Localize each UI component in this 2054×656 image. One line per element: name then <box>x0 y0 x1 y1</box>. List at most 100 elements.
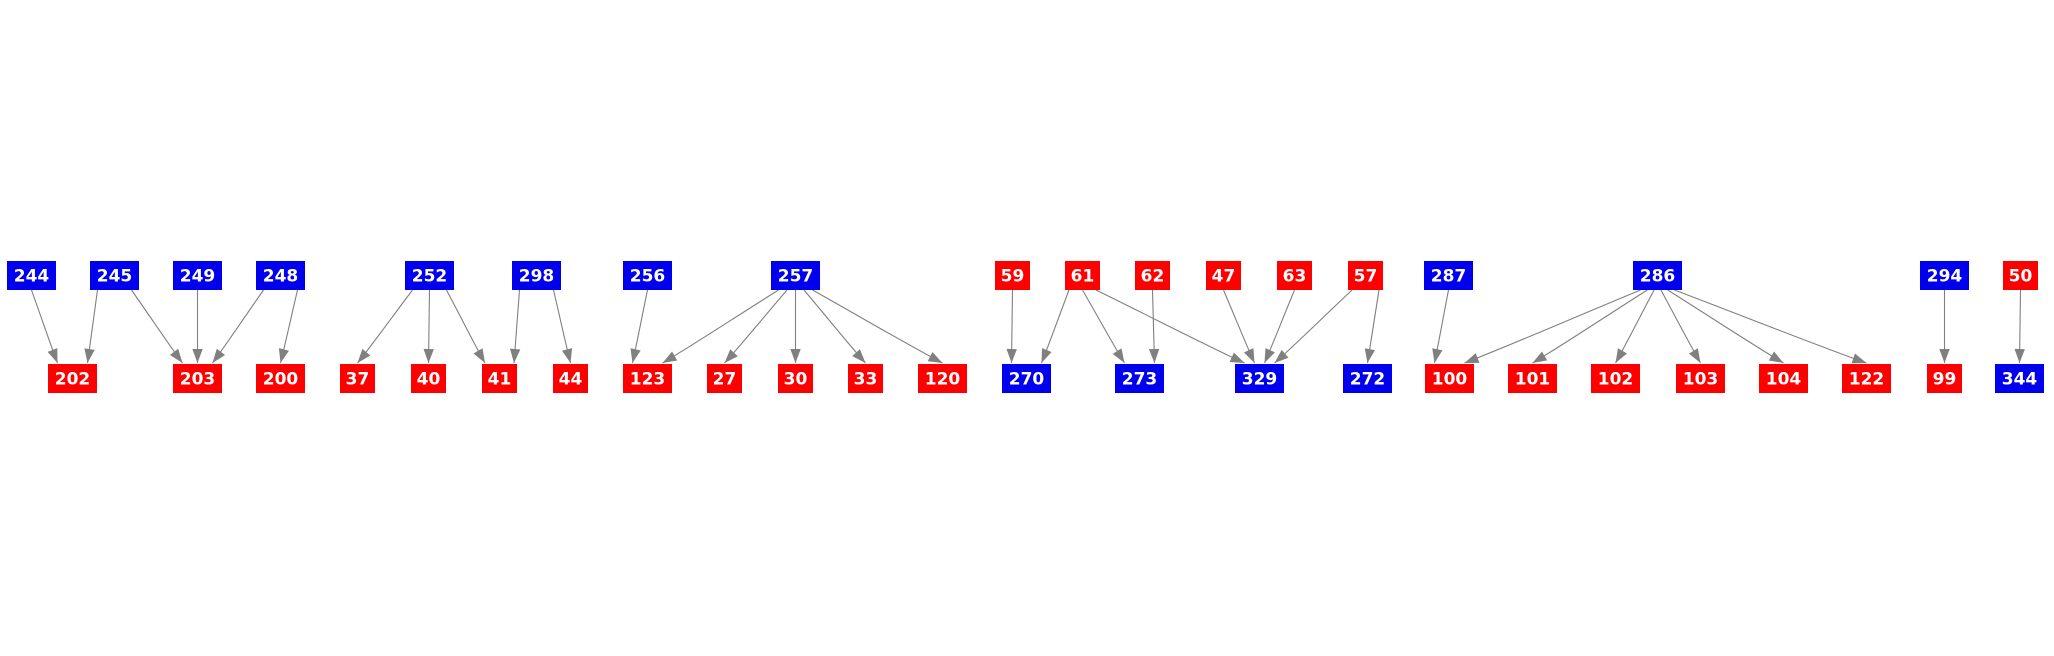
graph-edge <box>724 289 788 364</box>
graph-node[interactable]: 123 <box>623 364 672 393</box>
graph-node[interactable]: 257 <box>771 261 820 290</box>
graph-node[interactable]: 344 <box>1995 364 2044 393</box>
edge-arrowhead <box>1768 351 1784 363</box>
node-box[interactable] <box>778 364 813 393</box>
graph-node[interactable]: 245 <box>90 261 139 290</box>
graph-node[interactable]: 272 <box>1343 364 1392 393</box>
node-box[interactable] <box>405 261 454 290</box>
node-label: 102 <box>1598 370 1634 390</box>
edge-arrowhead <box>212 348 226 363</box>
node-box[interactable] <box>1920 261 1969 290</box>
node-box[interactable] <box>1348 261 1383 290</box>
graph-node[interactable]: 252 <box>405 261 454 290</box>
graph-node[interactable]: 57 <box>1348 261 1383 290</box>
edge-arrowhead <box>1532 351 1548 363</box>
graph-node[interactable]: 63 <box>1277 261 1312 290</box>
graph-node[interactable]: 329 <box>1235 364 1284 393</box>
node-label: 30 <box>784 370 808 390</box>
node-box[interactable] <box>1995 364 2044 393</box>
graph-node[interactable]: 200 <box>256 364 305 393</box>
graph-node[interactable]: 101 <box>1508 364 1557 393</box>
graph-node[interactable]: 99 <box>1927 364 1962 393</box>
node-box[interactable] <box>340 364 375 393</box>
node-box[interactable] <box>771 261 820 290</box>
graph-node[interactable]: 286 <box>1633 261 1682 290</box>
graph-node[interactable]: 256 <box>623 261 672 290</box>
node-label: 37 <box>346 370 370 390</box>
graph-node[interactable]: 273 <box>1115 364 1164 393</box>
graph-node[interactable]: 59 <box>995 261 1030 290</box>
node-box[interactable] <box>553 364 588 393</box>
node-box[interactable] <box>512 261 561 290</box>
node-box[interactable] <box>173 261 222 290</box>
node-box[interactable] <box>482 364 517 393</box>
node-box[interactable] <box>995 261 1030 290</box>
graph-node[interactable]: 37 <box>340 364 375 393</box>
node-label: 104 <box>1766 370 1802 390</box>
graph-node[interactable]: 120 <box>918 364 967 393</box>
edge-arrowhead <box>1264 348 1275 363</box>
graph-node[interactable]: 202 <box>48 364 97 393</box>
graph-node[interactable]: 102 <box>1591 364 1640 393</box>
node-box[interactable] <box>256 261 305 290</box>
node-box[interactable] <box>1425 364 1474 393</box>
edge-arrowhead <box>1939 349 1950 363</box>
graph-node[interactable]: 270 <box>1002 364 1051 393</box>
node-box[interactable] <box>1002 364 1051 393</box>
graph-node[interactable]: 287 <box>1424 261 1473 290</box>
graph-node[interactable]: 122 <box>1842 364 1891 393</box>
node-box[interactable] <box>48 364 97 393</box>
graph-node[interactable]: 244 <box>7 261 56 290</box>
node-box[interactable] <box>1277 261 1312 290</box>
node-box[interactable] <box>1065 261 1100 290</box>
graph-node[interactable]: 41 <box>482 364 517 393</box>
graph-node[interactable]: 249 <box>173 261 222 290</box>
graph-node[interactable]: 103 <box>1676 364 1725 393</box>
node-box[interactable] <box>918 364 967 393</box>
node-box[interactable] <box>623 261 672 290</box>
node-box[interactable] <box>173 364 222 393</box>
graph-node[interactable]: 61 <box>1065 261 1100 290</box>
graph-edge <box>662 289 779 364</box>
node-box[interactable] <box>411 364 446 393</box>
node-box[interactable] <box>848 364 883 393</box>
graph-node[interactable]: 50 <box>2003 261 2038 290</box>
graph-node[interactable]: 27 <box>707 364 742 393</box>
node-box[interactable] <box>1759 364 1808 393</box>
graph-node[interactable]: 30 <box>778 364 813 393</box>
node-box[interactable] <box>1633 261 1682 290</box>
node-box[interactable] <box>7 261 56 290</box>
node-box[interactable] <box>1508 364 1557 393</box>
graph-node[interactable]: 298 <box>512 261 561 290</box>
node-box[interactable] <box>623 364 672 393</box>
node-box[interactable] <box>256 364 305 393</box>
node-box[interactable] <box>1235 364 1284 393</box>
node-box[interactable] <box>2003 261 2038 290</box>
node-label: 44 <box>559 370 583 390</box>
graph-node[interactable]: 40 <box>411 364 446 393</box>
node-box[interactable] <box>1115 364 1164 393</box>
node-box[interactable] <box>1927 364 1962 393</box>
node-box[interactable] <box>1424 261 1473 290</box>
graph-node[interactable]: 33 <box>848 364 883 393</box>
graph-node[interactable]: 62 <box>1135 261 1170 290</box>
graph-node[interactable]: 104 <box>1759 364 1808 393</box>
node-box[interactable] <box>1343 364 1392 393</box>
graph-node[interactable]: 44 <box>553 364 588 393</box>
edge-arrowhead <box>1006 348 1017 363</box>
node-box[interactable] <box>1206 261 1241 290</box>
graph-node[interactable]: 248 <box>256 261 305 290</box>
node-box[interactable] <box>1135 261 1170 290</box>
graph-node[interactable]: 203 <box>173 364 222 393</box>
node-box[interactable] <box>90 261 139 290</box>
graph-node[interactable]: 47 <box>1206 261 1241 290</box>
node-box[interactable] <box>1676 364 1725 393</box>
graph-node[interactable]: 100 <box>1425 364 1474 393</box>
node-label: 248 <box>263 267 299 287</box>
node-label: 270 <box>1009 370 1045 390</box>
node-box[interactable] <box>707 364 742 393</box>
graph-node[interactable]: 294 <box>1920 261 1969 290</box>
node-box[interactable] <box>1591 364 1640 393</box>
node-box[interactable] <box>1842 364 1891 393</box>
